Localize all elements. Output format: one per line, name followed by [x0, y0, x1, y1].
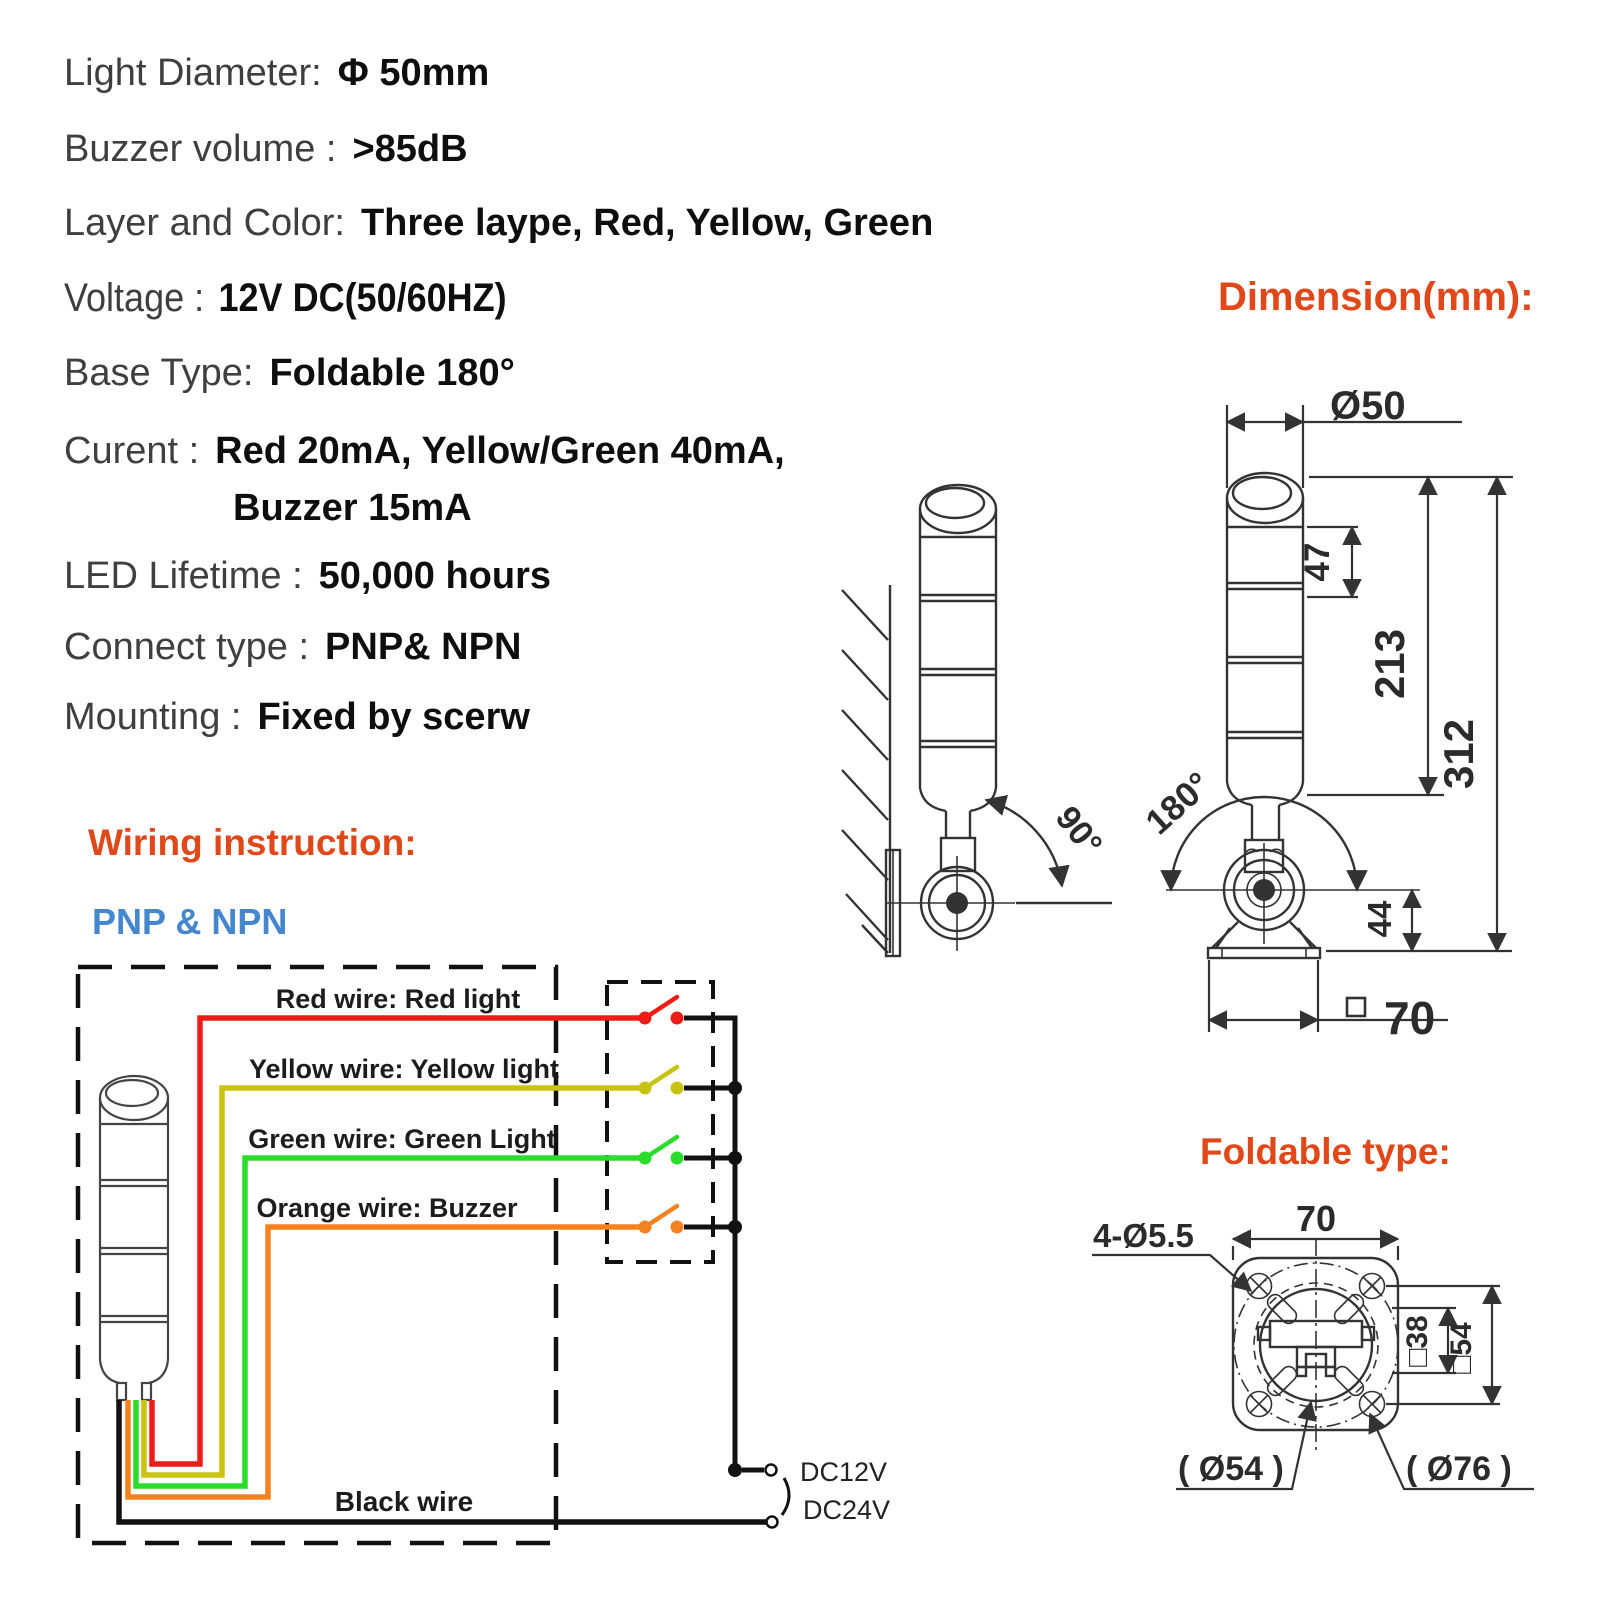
- angle-90-label: 90°: [1048, 799, 1110, 863]
- angle-180-label: 180°: [1138, 765, 1218, 842]
- inner-span-label: □38: [1401, 1315, 1434, 1367]
- yellow-switch: [638, 1064, 684, 1095]
- spec-layer-color: Layer and Color: Three laype, Red, Yellow…: [64, 202, 933, 245]
- spec-value: 12V DC(50/60HZ): [218, 276, 507, 320]
- foldable-dim-38: □38: [1392, 1306, 1458, 1375]
- voltage-selector-arc: [780, 1477, 791, 1516]
- dim-diameter-50: Ø50: [1225, 384, 1462, 488]
- tower-mini-drawing: [98, 1074, 170, 1402]
- dim-segment-47: 47: [1298, 525, 1362, 599]
- red-switch: [638, 994, 684, 1025]
- spec-label: Connect type :: [64, 626, 310, 668]
- dim-diameter-label: Ø50: [1330, 384, 1406, 428]
- foldable-dim-70: 70: [1231, 1198, 1400, 1260]
- dc12v-label: DC12V: [800, 1457, 887, 1487]
- dim-base-width-label: 70: [1384, 992, 1435, 1044]
- spec-value: Red 20mA, Yellow/Green 40mA,: [215, 430, 785, 472]
- yellow-wire: [141, 1085, 644, 1478]
- green-wire: [133, 1155, 644, 1489]
- foldable-title: Foldable type:: [1200, 1131, 1451, 1172]
- foldable-dim-54: □54: [1386, 1284, 1502, 1406]
- bus-junctions: [728, 1081, 742, 1477]
- outer-diameter-label: ( Ø76 ): [1406, 1450, 1512, 1488]
- orange-switch: [638, 1203, 684, 1234]
- dim-base-70: 70: [1207, 960, 1448, 1044]
- spec-mounting: Mounting : Fixed by scerw: [64, 696, 530, 739]
- tower-side-view: [918, 483, 998, 873]
- spec-voltage: Voltage : 12V DC(50/60HZ): [64, 276, 507, 321]
- dimension-title: Dimension(mm):: [1218, 275, 1534, 319]
- green-switch: [638, 1134, 684, 1165]
- wiring-subtitle: PNP & NPN: [92, 901, 288, 942]
- orange-wire-label: Orange wire: Buzzer: [256, 1193, 518, 1223]
- dim-base-height-label: 44: [1361, 900, 1398, 937]
- spec-label: Mounting :: [64, 696, 242, 738]
- wall-mount-drawing: 90°: [841, 483, 1112, 958]
- common-bus: [684, 1015, 764, 1473]
- spec-value: Foldable 180°: [269, 352, 515, 394]
- foldable-top-view-drawing: 70 4-Ø5.5 □38 □54 ( Ø54 ) ( Ø76 ): [1092, 1198, 1534, 1491]
- hinge-base-front: [1166, 843, 1420, 960]
- diameter-callouts: ( Ø54 ) ( Ø76 ): [1176, 1400, 1534, 1491]
- holes-label: 4-Ø5.5: [1093, 1217, 1194, 1254]
- black-wire: [116, 1400, 766, 1525]
- inner-diameter-label: ( Ø54 ): [1178, 1450, 1284, 1488]
- dim-total-label: 312: [1435, 719, 1482, 789]
- dim-tower-label: 213: [1366, 629, 1413, 699]
- tower-front-view: [1225, 471, 1305, 874]
- spec-value: Three laype, Red, Yellow, Green: [360, 202, 934, 244]
- spec-led-lifetime: LED Lifetime : 50,000 hours: [64, 555, 551, 598]
- switch-box: [605, 980, 715, 1264]
- red-wire-label: Red wire: Red light: [276, 984, 521, 1014]
- dim-base-44: 44: [1361, 888, 1422, 953]
- spec-label: Curent :: [64, 430, 200, 472]
- spec-value: >85dB: [352, 128, 468, 170]
- wiring-boundary-box: [75, 964, 559, 1546]
- dim-tower-213: 213: [1307, 475, 1513, 797]
- spec-light-diameter: Light Diameter: Φ 50mm: [64, 52, 489, 95]
- spec-label: Buzzer volume :: [64, 128, 337, 170]
- spec-label: Voltage :: [64, 276, 205, 320]
- dc-terminal: [764, 1463, 778, 1477]
- spec-label: Layer and Color:: [64, 202, 345, 244]
- hinge-base-side: [884, 848, 1015, 958]
- spec-value: 50,000 hours: [318, 555, 551, 597]
- yellow-wire-label: Yellow wire: Yellow light: [249, 1054, 559, 1084]
- square-symbol: [1345, 996, 1367, 1018]
- hinge-mechanism-top: [1256, 1319, 1376, 1378]
- wall-hatching: [841, 585, 892, 954]
- wiring-title: Wiring instruction:: [88, 822, 417, 863]
- dim-total-312: 312: [1326, 475, 1512, 953]
- dim-segment-label: 47: [1298, 543, 1337, 582]
- hole-span-label: □54: [1445, 1322, 1478, 1374]
- foldable-holes-callout: 4-Ø5.5: [1092, 1217, 1253, 1293]
- spec-buzzer-volume: Buzzer volume : >85dB: [64, 128, 468, 171]
- spec-current-line2: Buzzer 15mA: [233, 487, 472, 529]
- red-wire: [149, 1015, 644, 1467]
- dc24v-label: DC24V: [803, 1495, 890, 1525]
- spec-base-type: Base Type: Foldable 180°: [64, 352, 515, 395]
- spec-label: LED Lifetime :: [64, 555, 303, 597]
- spec-value: Φ 50mm: [337, 52, 490, 94]
- spec-current: Curent : Red 20mA, Yellow/Green 40mA,: [64, 430, 785, 473]
- angle-90-annotation: 90°: [984, 795, 1112, 905]
- black-wire-label: Black wire: [335, 1486, 474, 1517]
- spec-value: Fixed by scerw: [257, 696, 530, 738]
- spec-label: Base Type:: [64, 352, 254, 394]
- spec-value: PNP& NPN: [325, 626, 522, 668]
- wiring-diagram: Red wire: Red light Yellow wire: Yellow …: [75, 964, 890, 1546]
- black-wire-terminal: [765, 1515, 779, 1529]
- foldable-width-label: 70: [1296, 1198, 1336, 1239]
- front-dimension-drawing: Ø50 47 213 312 180° 44: [1138, 384, 1513, 1044]
- green-wire-label: Green wire: Green Light: [248, 1124, 556, 1154]
- orange-wire: [125, 1224, 644, 1500]
- spec-label: Light Diameter:: [64, 52, 322, 94]
- spec-connect-type: Connect type : PNP& NPN: [64, 626, 521, 669]
